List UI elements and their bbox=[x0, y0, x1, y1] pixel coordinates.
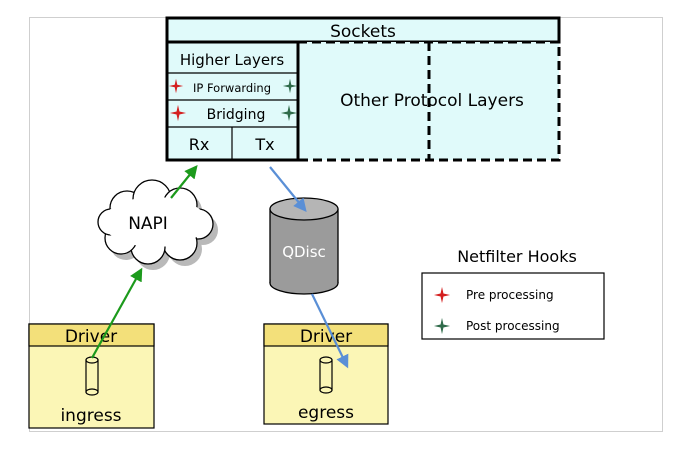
ingress-label: ingress bbox=[60, 406, 121, 426]
legend-pre-processing-label: Pre processing bbox=[466, 288, 554, 302]
bridging-label: Bridging bbox=[207, 107, 266, 123]
ip-forwarding-label: IP Forwarding bbox=[193, 81, 271, 95]
tx-label: Tx bbox=[254, 135, 274, 154]
napi-label: NAPI bbox=[128, 214, 168, 234]
ingress-port-cylinder bbox=[85, 356, 99, 396]
egress-port-cylinder bbox=[319, 356, 333, 394]
legend-box bbox=[421, 272, 605, 340]
napi-cloud bbox=[97, 179, 218, 270]
qdisc-cylinder bbox=[269, 197, 339, 295]
rx-label: Rx bbox=[189, 135, 210, 154]
legend-title: Netfilter Hooks bbox=[457, 247, 577, 266]
napi-to-rx-arrow bbox=[170, 164, 198, 199]
qdisc-to-egress-arrow bbox=[311, 293, 349, 369]
higher-layers-label: Higher Layers bbox=[180, 51, 284, 69]
egress-label: egress bbox=[298, 403, 354, 423]
ingress-driver-header: Driver bbox=[65, 327, 117, 347]
other-protocol-layers-label: Other Protocol Layers bbox=[340, 91, 524, 111]
tx-to-qdisc-arrow bbox=[269, 166, 307, 213]
sockets-label: Sockets bbox=[330, 22, 396, 42]
qdisc-label: QDisc bbox=[282, 243, 326, 261]
egress-driver-header: Driver bbox=[300, 327, 352, 347]
ingress-to-napi-arrow bbox=[91, 267, 143, 359]
legend-post-processing-label: Post processing bbox=[466, 319, 560, 333]
